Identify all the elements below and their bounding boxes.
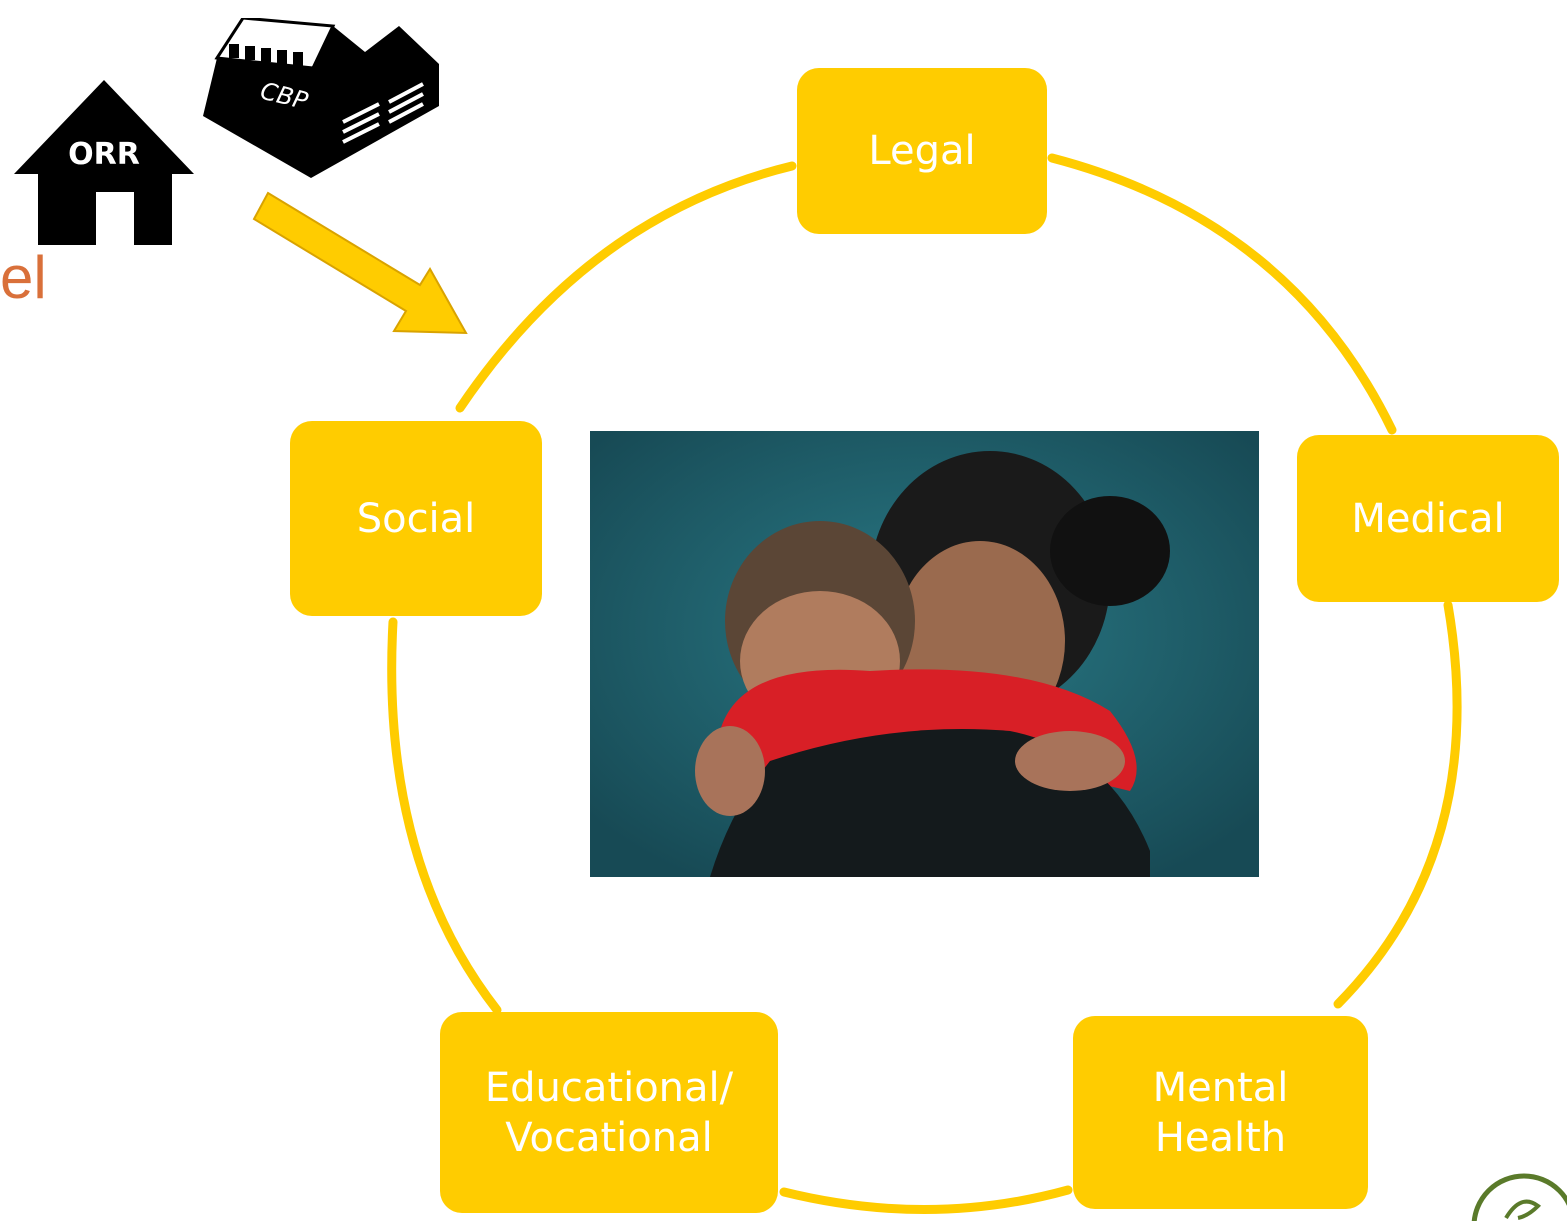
slide-title-fragment: el bbox=[0, 244, 47, 311]
orr-label: ORR bbox=[68, 137, 140, 172]
house-icon: ORR bbox=[14, 80, 194, 245]
ring-arc-legal-medical bbox=[1047, 153, 1397, 435]
ring-arc-mental-edu bbox=[779, 1185, 1073, 1214]
node-medical-label: Medical bbox=[1351, 495, 1505, 542]
node-mental-line2: Health bbox=[1154, 1114, 1287, 1161]
node-medical: Medical bbox=[1297, 435, 1559, 602]
ring-arc-medical-mental bbox=[1333, 600, 1462, 1009]
node-edu-line2: Vocational bbox=[505, 1114, 713, 1161]
arrow-icon bbox=[252, 191, 468, 335]
family-photo bbox=[590, 431, 1259, 877]
ring-arc-social-legal bbox=[455, 161, 797, 413]
ring-arc-edu-social bbox=[387, 617, 502, 1015]
node-educational-vocational: Educational/ Vocational bbox=[440, 1012, 778, 1213]
node-social-label: Social bbox=[356, 495, 476, 542]
node-legal-label: Legal bbox=[868, 128, 976, 174]
node-legal: Legal bbox=[797, 68, 1047, 234]
node-mental-line1: Mental bbox=[1152, 1064, 1289, 1111]
building-icon: CBP bbox=[203, 18, 439, 178]
node-mental-health: Mental Health bbox=[1073, 1016, 1368, 1209]
node-edu-line1: Educational/ bbox=[484, 1064, 734, 1111]
node-social: Social bbox=[290, 421, 542, 616]
logo-icon bbox=[1471, 1173, 1567, 1221]
